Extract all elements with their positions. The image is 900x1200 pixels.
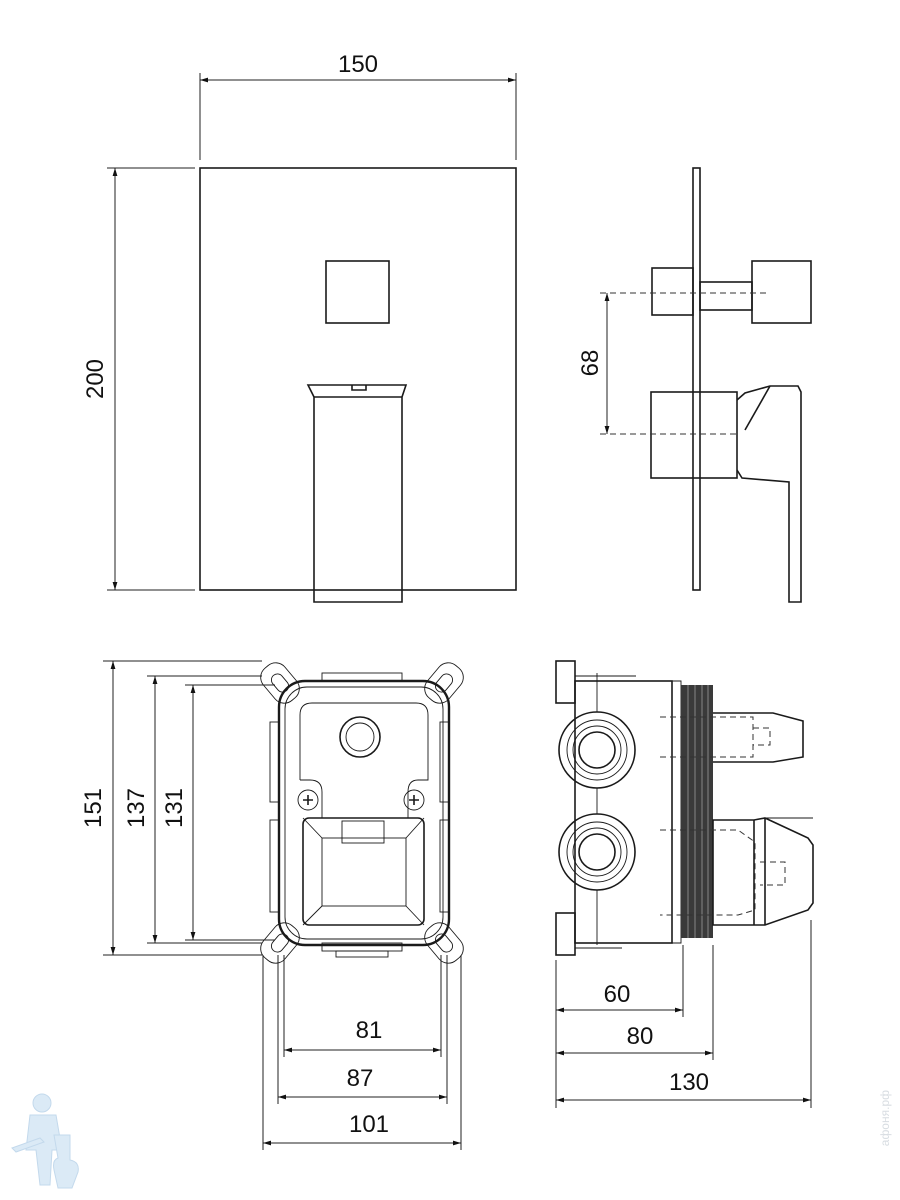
front-view: 150 200 bbox=[82, 51, 517, 603]
dim-spacing-68: 68 bbox=[577, 350, 604, 377]
dim-width-81: 81 bbox=[356, 1017, 383, 1044]
box-side-view: 60 80 130 bbox=[555, 660, 814, 1108]
side-view: 68 bbox=[577, 167, 812, 603]
cover-plate bbox=[199, 167, 517, 591]
dim-height-131: 131 bbox=[161, 788, 188, 828]
box-front-view: 151 137 131 81 87 101 bbox=[80, 660, 464, 1150]
dim-height-137: 137 bbox=[123, 788, 150, 828]
inlet-port bbox=[558, 813, 636, 891]
screw-icon bbox=[403, 789, 425, 811]
dim-depth-80: 80 bbox=[627, 1023, 654, 1050]
dim-depth-130: 130 bbox=[669, 1069, 709, 1096]
diverter-knob-side bbox=[751, 260, 812, 324]
mixer-cartridge bbox=[712, 817, 814, 926]
box-frame bbox=[277, 679, 451, 947]
plate-edge bbox=[692, 167, 701, 591]
cartridge-seat bbox=[302, 817, 425, 926]
watermark-text: афоня.рф bbox=[878, 1090, 892, 1147]
plumber-mascot-logo bbox=[11, 1093, 79, 1189]
handle-side bbox=[736, 385, 802, 603]
dim-height-151: 151 bbox=[80, 788, 107, 828]
diverter-cartridge bbox=[713, 712, 804, 763]
screw-icon bbox=[297, 789, 319, 811]
mixer-handle bbox=[306, 384, 408, 603]
dim-width-87: 87 bbox=[347, 1065, 374, 1092]
dim-width-101: 101 bbox=[349, 1111, 389, 1138]
dim-width-150: 150 bbox=[338, 51, 378, 78]
diverter-port bbox=[339, 716, 381, 758]
diverter-knob bbox=[325, 260, 390, 324]
box-body bbox=[574, 680, 673, 944]
dim-depth-60: 60 bbox=[604, 981, 631, 1008]
inlet-port bbox=[558, 711, 636, 789]
dim-height-200: 200 bbox=[82, 359, 109, 399]
